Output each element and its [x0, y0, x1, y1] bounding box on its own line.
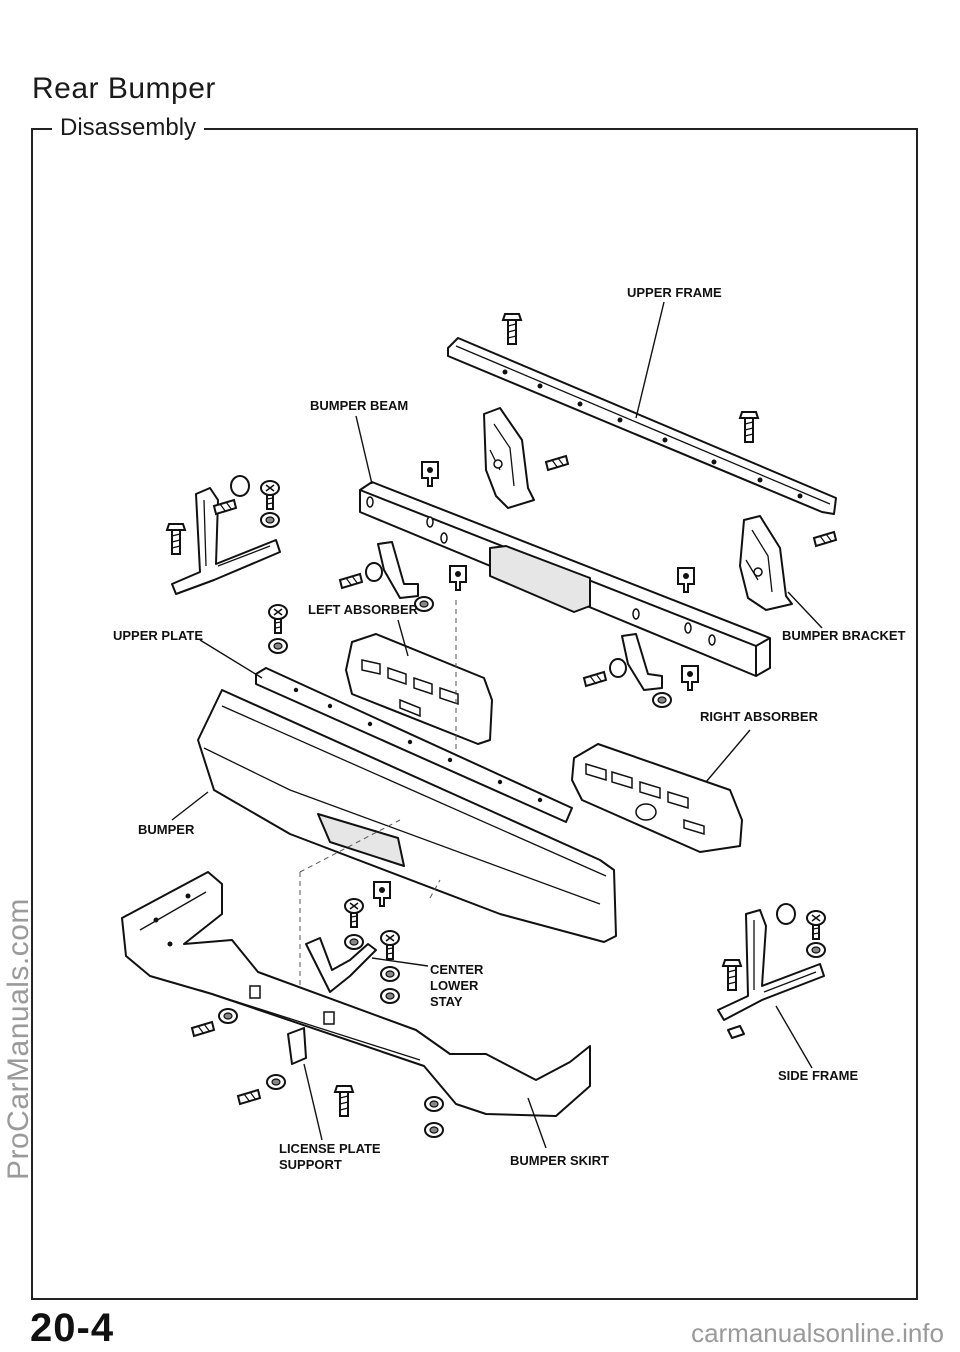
absorber-clamps — [268, 541, 672, 708]
license-plate-support — [191, 1008, 444, 1138]
label-center-lower-stay-line1: CENTER — [430, 962, 484, 977]
section-frame — [31, 128, 918, 1300]
side-frame-part — [717, 903, 826, 1039]
leader-lines — [171, 301, 823, 1149]
label-left-absorber: LEFT ABSORBER — [308, 602, 419, 617]
upper-left-bracket — [166, 475, 281, 595]
bumper-skirt — [121, 871, 591, 1117]
page-number: 20-4 — [30, 1306, 115, 1350]
label-upper-plate: UPPER PLATE — [113, 628, 203, 643]
label-right-absorber: RIGHT ABSORBER — [700, 709, 819, 724]
label-license-plate-support-line2: SUPPORT — [279, 1157, 342, 1172]
right-absorber — [571, 743, 743, 853]
label-bumper-beam: BUMPER BEAM — [310, 398, 408, 413]
label-center-lower-stay-line3: STAY — [430, 994, 463, 1009]
bottom-watermark: carmanualsonline.info — [691, 1318, 944, 1348]
label-license-plate-support-line1: LICENSE PLATE — [279, 1141, 381, 1156]
bumper-bracket-right — [739, 515, 837, 611]
label-center-lower-stay-line2: LOWER — [430, 978, 479, 993]
left-absorber — [345, 633, 493, 745]
label-bumper-skirt: BUMPER SKIRT — [510, 1153, 609, 1168]
label-upper-frame: UPPER FRAME — [627, 285, 722, 300]
label-bumper-bracket: BUMPER BRACKET — [782, 628, 906, 643]
bumper-bracket-left — [483, 407, 569, 509]
label-bumper: BUMPER — [138, 822, 195, 837]
section-title: Disassembly — [52, 114, 205, 142]
upper-frame — [447, 313, 837, 515]
bumper-cover — [197, 689, 617, 943]
page-title: Rear Bumper — [32, 72, 216, 105]
bumper-beam — [359, 461, 771, 691]
upper-plate — [255, 667, 573, 823]
side-watermark: ProCarManuals.com — [2, 898, 35, 1180]
center-lower-stay — [305, 898, 400, 1004]
label-side-frame: SIDE FRAME — [778, 1068, 859, 1083]
